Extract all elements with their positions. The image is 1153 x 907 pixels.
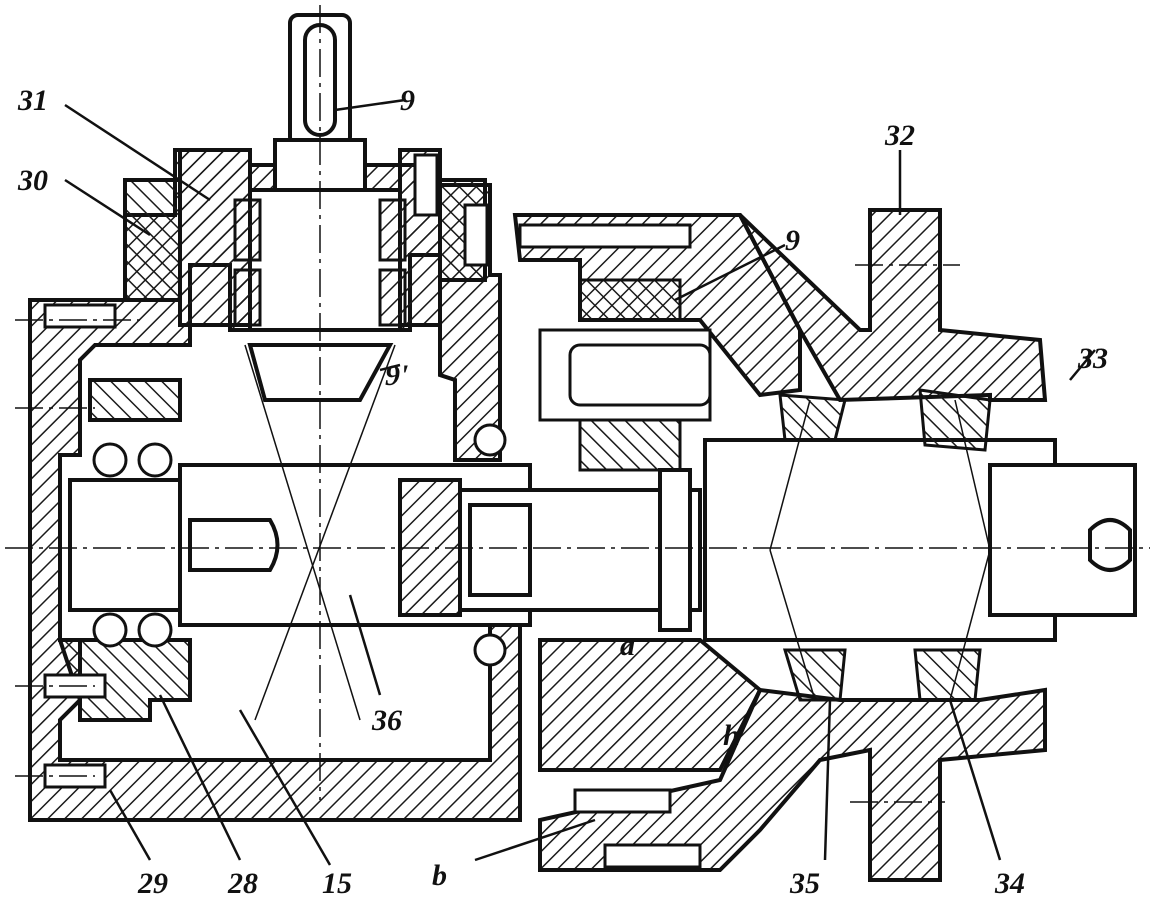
middle-ball-bearing <box>473 423 507 667</box>
label-9-prime: 9' <box>385 359 408 392</box>
bolts <box>43 153 702 869</box>
output-shaft <box>703 438 1137 642</box>
output-bearings <box>778 388 992 702</box>
label-32: 32 <box>884 119 915 152</box>
label-30: 30 <box>17 164 48 197</box>
label-36: 36 <box>371 704 402 737</box>
center-lines <box>5 5 1150 803</box>
label-h: h <box>723 719 740 752</box>
pinion-bearings <box>233 198 407 327</box>
input-shaft <box>247 13 402 402</box>
label-33: 33 <box>1077 342 1108 375</box>
label-31: 31 <box>17 84 48 117</box>
label-15: 15 <box>322 867 352 900</box>
callout-labels: 31 30 9 9 9' 32 33 36 a h b 29 28 15 35 … <box>17 84 1108 900</box>
leader-lines <box>64 98 1096 866</box>
left-ball-bearing <box>92 442 173 648</box>
label-34: 34 <box>994 867 1025 900</box>
pitch-cones <box>244 344 991 721</box>
sun-pinion <box>458 468 702 632</box>
label-35: 35 <box>789 867 820 900</box>
label-9-right: 9 <box>785 224 800 257</box>
label-29: 29 <box>137 867 168 900</box>
right-housing <box>538 208 1048 882</box>
planet-gear <box>538 278 712 472</box>
label-9-top: 9 <box>400 84 415 117</box>
label-a: a <box>620 629 635 662</box>
label-28: 28 <box>227 867 258 900</box>
label-b: b <box>432 859 447 892</box>
left-flange <box>57 378 192 722</box>
